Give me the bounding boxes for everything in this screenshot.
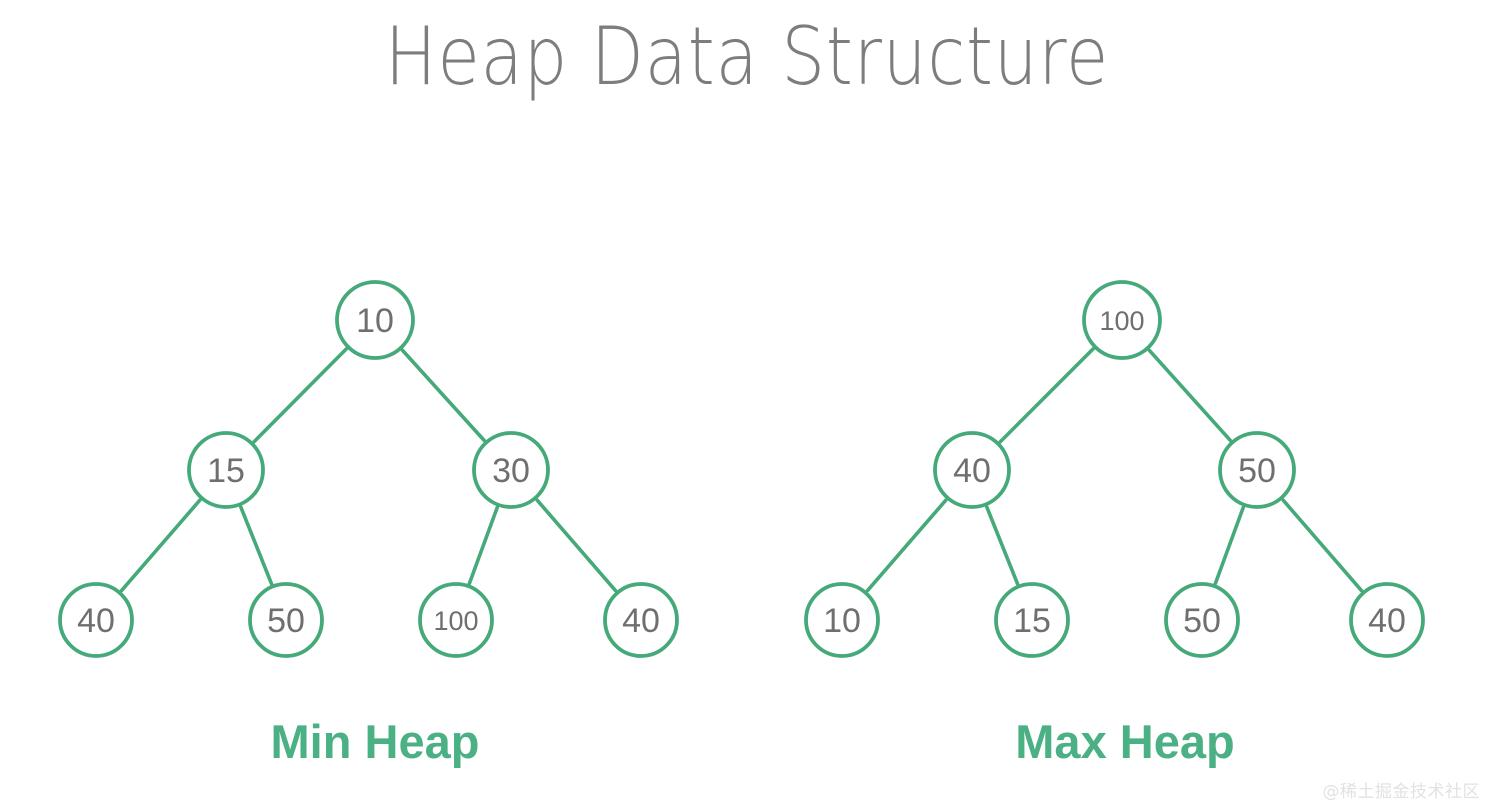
page-title: Heap Data Structure	[384, 10, 1110, 103]
tree-node-label: 100	[1099, 306, 1144, 336]
tree-edge	[535, 498, 618, 593]
tree-node: 40	[1349, 582, 1425, 658]
tree-node-label: 40	[77, 602, 115, 640]
tree-node-circle	[418, 582, 494, 658]
tree-node: 50	[1218, 431, 1296, 509]
tree-node-circle	[472, 431, 550, 509]
tree-node-label: 15	[207, 452, 245, 490]
tree-node-label: 50	[1183, 602, 1221, 640]
tree-edge	[239, 505, 274, 586]
tree-node: 30	[472, 431, 550, 509]
tree-node-circle	[187, 431, 265, 509]
tree-node: 10	[335, 280, 415, 360]
tree-node-circle	[603, 582, 679, 658]
tree-node-circle	[933, 431, 1011, 509]
tree-node: 50	[248, 582, 324, 658]
watermark-text: @稀土掘金技术社区	[1322, 782, 1480, 802]
tree-node: 10	[804, 582, 880, 658]
tree-node-label: 15	[1013, 602, 1051, 640]
tree-node: 15	[994, 582, 1070, 658]
tree-node-label: 50	[267, 602, 305, 640]
tree-edges-layer	[119, 347, 1364, 593]
tree-node: 15	[187, 431, 265, 509]
tree-node-label: 40	[953, 452, 991, 490]
tree-edge	[985, 505, 1020, 586]
tree-node: 50	[1164, 582, 1240, 658]
tree-node: 40	[58, 582, 134, 658]
tree-edge	[1147, 348, 1233, 443]
tree-node: 100	[1082, 280, 1162, 360]
tree-nodes-layer: 10 15 30 40 50 100 40 100 40 50 10 15 50 40	[58, 280, 1425, 658]
tree-edge	[1213, 505, 1246, 586]
tree-edge	[119, 498, 202, 593]
tree-edge	[252, 347, 348, 444]
tree-node: 100	[418, 582, 494, 658]
max-heap-caption: Max Heap	[1015, 715, 1235, 768]
tree-edge	[400, 348, 486, 443]
tree-node-label: 40	[1368, 602, 1406, 640]
tree-node-circle	[1082, 280, 1162, 360]
tree-edge	[998, 347, 1095, 444]
tree-node-circle	[804, 582, 880, 658]
tree-edge	[1281, 498, 1364, 593]
min-heap-caption: Min Heap	[270, 715, 480, 768]
tree-node-circle	[335, 280, 415, 360]
tree-node-label: 40	[622, 602, 660, 640]
tree-edge	[467, 505, 500, 586]
tree-node-label: 10	[823, 602, 861, 640]
tree-node-circle	[58, 582, 134, 658]
tree-node-label: 10	[356, 302, 394, 340]
tree-node-circle	[1218, 431, 1296, 509]
tree-node-circle	[1164, 582, 1240, 658]
tree-node-label: 30	[492, 452, 530, 490]
tree-node-circle	[1349, 582, 1425, 658]
tree-node-circle	[994, 582, 1070, 658]
tree-node-circle	[248, 582, 324, 658]
tree-node-label: 50	[1238, 452, 1276, 490]
tree-node-label: 100	[433, 606, 478, 636]
tree-edge	[865, 498, 948, 593]
tree-node: 40	[933, 431, 1011, 509]
tree-node: 40	[603, 582, 679, 658]
